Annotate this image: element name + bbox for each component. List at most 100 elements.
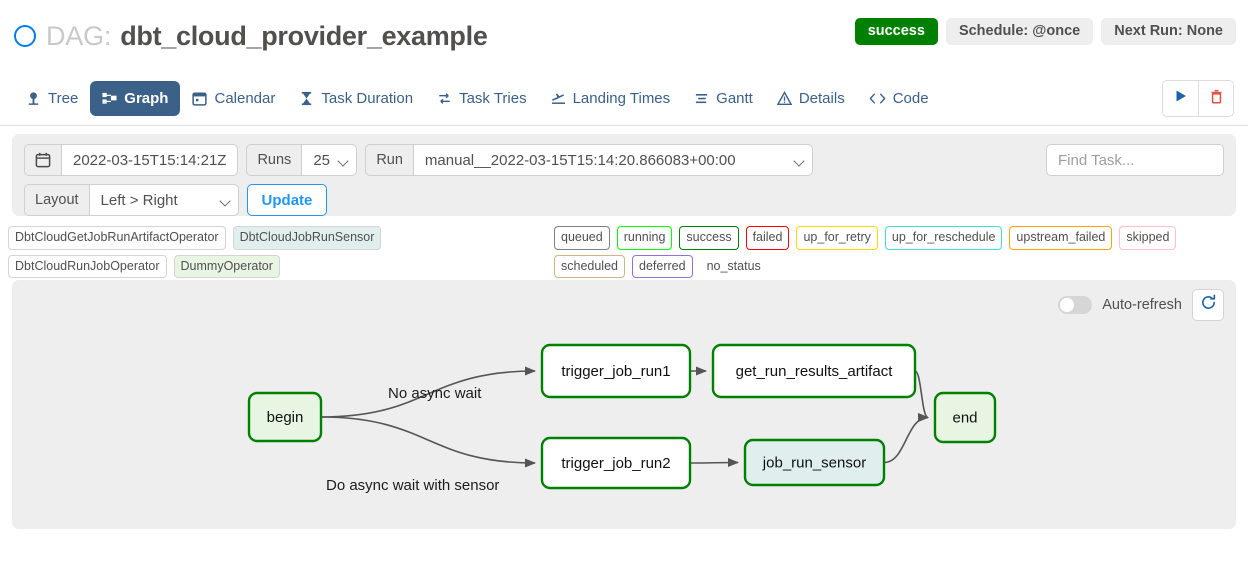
view-tabs: Tree Graph Calendar Task Duration Task T… [0, 72, 1248, 126]
graph-node-label: job_run_sensor [762, 455, 866, 472]
graph-edge [914, 370, 930, 422]
retry-icon [437, 91, 452, 106]
tab-label: Task Duration [321, 90, 414, 107]
execution-date-group: 2022-03-15T15:14:21Z [24, 144, 239, 176]
find-task-input[interactable] [1046, 144, 1224, 176]
run-group: Run manual__2022-03-15T15:14:20.866083+0… [365, 144, 813, 176]
tab-landing-times[interactable]: Landing Times [539, 81, 683, 116]
legend-state-badge[interactable]: running [616, 226, 673, 250]
status-badge: success [854, 18, 938, 45]
legend-state-badge[interactable]: scheduled [554, 254, 625, 278]
legend-state-badge[interactable]: deferred [632, 254, 693, 278]
graph-node-label: end [952, 410, 977, 427]
tab-label: Tree [48, 90, 79, 107]
runs-label: Runs [246, 144, 302, 176]
run-select-wrap: manual__2022-03-15T15:14:20.866083+00:00 [412, 144, 813, 176]
layout-select[interactable]: Left > Right [88, 184, 239, 216]
tab-gantt[interactable]: Gantt [682, 81, 765, 116]
legend-state-badge[interactable]: upstream_failed [1009, 226, 1113, 250]
run-select[interactable]: manual__2022-03-15T15:14:20.866083+00:00 [412, 144, 813, 176]
dag-run-controls: 2022-03-15T15:14:21Z Runs 25 Run manual_… [12, 134, 1236, 216]
graph-edge-label: No async wait [388, 385, 482, 402]
legend-operator-badge[interactable]: DbtCloudGetJobRunArtifactOperator [8, 226, 226, 250]
triangle-info-icon [776, 91, 792, 106]
legend-state-badge[interactable]: success [679, 226, 739, 250]
next-run-badge: Next Run: None [1101, 18, 1236, 45]
calendar-icon[interactable] [24, 144, 61, 176]
legend-state-badge[interactable]: skipped [1119, 226, 1177, 250]
auto-refresh-toggle[interactable] [1058, 296, 1093, 314]
graph-node-label: get_run_results_artifact [736, 363, 894, 380]
graph-node-label: trigger_job_run1 [561, 363, 670, 380]
runs-group: Runs 25 [246, 144, 358, 176]
graph-node[interactable] [711, 343, 917, 399]
dag-prefix-label: DAG: [46, 20, 112, 51]
tab-graph[interactable]: Graph [90, 81, 181, 116]
schedule-badge: Schedule: @once [945, 18, 1094, 45]
toggle-on-icon[interactable] [14, 25, 36, 47]
dag-header: DAG: dbt_cloud_provider_example success … [0, 0, 1248, 72]
refresh-icon [1200, 294, 1217, 316]
tab-label: Gantt [716, 90, 753, 107]
tab-code[interactable]: Code [857, 81, 941, 116]
delete-dag-button[interactable] [1198, 81, 1233, 116]
graph-node-label: begin [267, 409, 304, 426]
graph-nodes[interactable]: begin trigger_job_run1 get_run_results_art… [247, 343, 997, 490]
landing-icon [551, 91, 566, 106]
tab-label: Calendar [214, 90, 276, 107]
graph-edge [320, 366, 537, 418]
tab-label: Landing Times [572, 90, 671, 107]
execution-date-input[interactable]: 2022-03-15T15:14:21Z [61, 144, 239, 176]
graph-node[interactable] [247, 391, 323, 443]
tab-task-duration[interactable]: Task Duration [287, 81, 425, 116]
calendar-icon [192, 91, 208, 106]
runs-select-wrap: 25 [301, 144, 358, 176]
tab-calendar[interactable]: Calendar [180, 81, 287, 116]
legend-state-badge[interactable]: failed [745, 226, 790, 250]
refresh-button[interactable] [1192, 289, 1224, 321]
graph-node[interactable] [540, 343, 692, 399]
tab-details[interactable]: Details [765, 81, 857, 116]
legend-state-badge[interactable]: queued [554, 226, 610, 250]
graph-icon [102, 91, 117, 106]
run-label: Run [365, 144, 413, 176]
graph-node[interactable] [540, 436, 692, 490]
legend-operator-badge[interactable]: DummyOperator [173, 254, 280, 278]
trash-icon [1209, 89, 1224, 109]
runs-select[interactable]: 25 [301, 144, 358, 176]
tab-task-tries[interactable]: Task Tries [425, 81, 539, 116]
legend-state-badge: no_status [706, 258, 761, 273]
tab-label: Graph [124, 90, 169, 107]
play-icon [1174, 89, 1188, 108]
trigger-dag-button[interactable] [1163, 81, 1198, 116]
legend-operator-badge[interactable]: DbtCloudRunJobOperator [8, 254, 167, 278]
layout-select-wrap: Left > Right [88, 184, 239, 216]
header-badges: success Schedule: @once Next Run: None [854, 18, 1236, 45]
layout-group: Layout Left > Right [24, 184, 239, 216]
dag-graph-panel: Auto-refresh begin trigger_job_run1 get_ru… [12, 280, 1236, 529]
dag-graph-svg[interactable]: begin trigger_job_run1 get_run_results_art… [12, 280, 1236, 529]
page-title: dbt_cloud_provider_example [120, 20, 488, 51]
code-icon [869, 91, 886, 106]
legend-operator-badge[interactable]: DbtCloudJobRunSensor [232, 226, 382, 250]
tab-label: Code [892, 90, 929, 107]
graph-toolbar: Auto-refresh [1058, 289, 1224, 321]
gantt-icon [694, 91, 709, 106]
update-button[interactable]: Update [246, 184, 328, 216]
graph-edge [320, 416, 537, 468]
graph-node[interactable] [933, 391, 997, 444]
graph-node[interactable] [743, 438, 886, 487]
tab-label: Task Tries [459, 90, 527, 107]
legend-state-badge[interactable]: up_for_retry [796, 226, 878, 250]
dag-action-buttons [1162, 80, 1234, 117]
tab-tree[interactable]: Tree [14, 81, 90, 116]
auto-refresh-label: Auto-refresh [1102, 297, 1182, 313]
graph-node-label: trigger_job_run2 [561, 455, 670, 472]
legend-state-badge[interactable]: up_for_reschedule [884, 226, 1003, 250]
graph-edge [689, 458, 740, 467]
tree-icon [26, 91, 41, 106]
